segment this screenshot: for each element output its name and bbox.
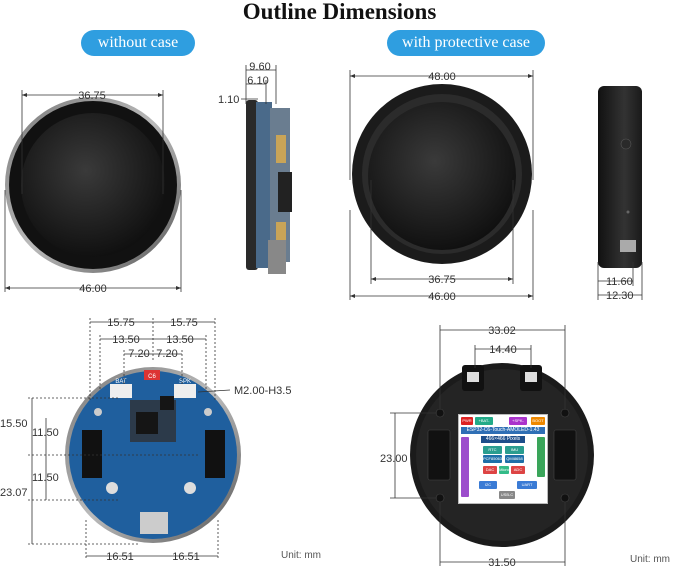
panel-spk: +SPK-: [509, 417, 527, 425]
side-view-case: [598, 86, 642, 268]
dim-back-16-51-left: 16.51: [106, 551, 134, 563]
dim-case-46-00: 46.00: [428, 291, 456, 303]
panel-usbc: USB-C: [499, 491, 515, 499]
unit-label-right: Unit: mm: [630, 554, 670, 565]
panel-right-pins: [537, 437, 545, 477]
dim-back-7-20-left: 7.20: [128, 348, 149, 360]
dim-back-15-50: 15.50: [0, 418, 28, 430]
back-dim-arrows: [31, 321, 231, 557]
dim-front-46-00: 46.00: [79, 283, 107, 295]
panel-imu: IMU: [505, 446, 524, 454]
dim-case-36-75: 36.75: [428, 274, 456, 286]
front-display: [21, 113, 165, 257]
panel-pwr: PWR: [461, 417, 473, 425]
dim-case-side-11-60: 11.60: [606, 276, 633, 288]
front-dim-lines: [4, 90, 182, 292]
unit-label-left: Unit: mm: [281, 550, 321, 561]
dim-back-7-20-right: 7.20: [156, 348, 177, 360]
panel-rtc: RTC: [483, 446, 502, 454]
page-title: Outline Dimensions: [242, 0, 437, 24]
dim-case-back-14-40: 14.40: [489, 344, 517, 356]
dim-back-15-75-left: 15.75: [107, 317, 135, 329]
panel-left-pins: [461, 437, 469, 497]
dim-back-23-07: 23.07: [0, 487, 28, 499]
badge-with-case: with protective case: [387, 30, 545, 56]
panel-i2c: I2C: [479, 481, 497, 489]
dim-side-9-60: 9.60: [249, 61, 270, 73]
board-label-spk: SPK: [179, 379, 191, 385]
case-back-dim-lines: [390, 325, 566, 566]
panel-sd: Micro SD: [499, 466, 509, 480]
panel-boot: BOOT: [531, 417, 545, 425]
dim-back-15-75-right: 15.75: [170, 317, 198, 329]
dim-back-13-50-left: 13.50: [112, 334, 140, 346]
front-view-no-case: [5, 97, 181, 273]
info-label-panel: PWR +BAT- +SPK- BOOT ESP32-C6-Touch-AMOL…: [458, 414, 548, 504]
dim-back-16-51-right: 16.51: [172, 551, 200, 563]
dim-side-1-10: 1.10: [218, 94, 239, 106]
side-dim-lines: [241, 65, 277, 104]
front-view-case: [352, 84, 532, 264]
case-side-dim-lines: [597, 262, 643, 300]
panel-pixels: 466×466 Pixels: [481, 436, 525, 443]
panel-uart: UART: [517, 481, 537, 489]
panel-name: ESP32-C6-Touch-AMOLED-1.43: [461, 427, 545, 434]
panel-rtc-chip: PCF85063: [483, 455, 503, 463]
dim-back-11-50-bottom: 11.50: [32, 472, 59, 484]
dim-case-48-00: 48.00: [428, 71, 456, 83]
badge-without-case: without case: [81, 30, 195, 56]
dim-side-6-10: 6.10: [247, 75, 268, 87]
dim-back-13-50-right: 13.50: [166, 334, 194, 346]
case-dim-lines: [349, 70, 534, 300]
panel-bat: +BAT-: [475, 417, 493, 425]
panel-imu-chip: QMI8658: [505, 455, 524, 463]
board-label-c6: C6: [148, 374, 156, 380]
panel-dac: DAC: [483, 466, 497, 474]
case-display: [368, 102, 516, 250]
mount-hole-label: M2.00-H3.5: [234, 385, 291, 397]
dim-case-back-23-00: 23.00: [380, 453, 408, 465]
case-arrows: [350, 74, 533, 298]
side-view-no-case: [246, 100, 292, 274]
dim-case-back-33-02: 33.02: [488, 325, 516, 337]
panel-adc: ADC: [511, 466, 525, 474]
dim-case-side-12-30: 12.30: [606, 290, 634, 302]
board-label-bat: BAT: [115, 379, 127, 385]
dim-case-back-31-50: 31.50: [488, 557, 516, 569]
dim-back-11-50-top: 11.50: [32, 427, 59, 439]
dim-front-36-75: 36.75: [78, 90, 106, 102]
front-arrows: [5, 93, 181, 290]
